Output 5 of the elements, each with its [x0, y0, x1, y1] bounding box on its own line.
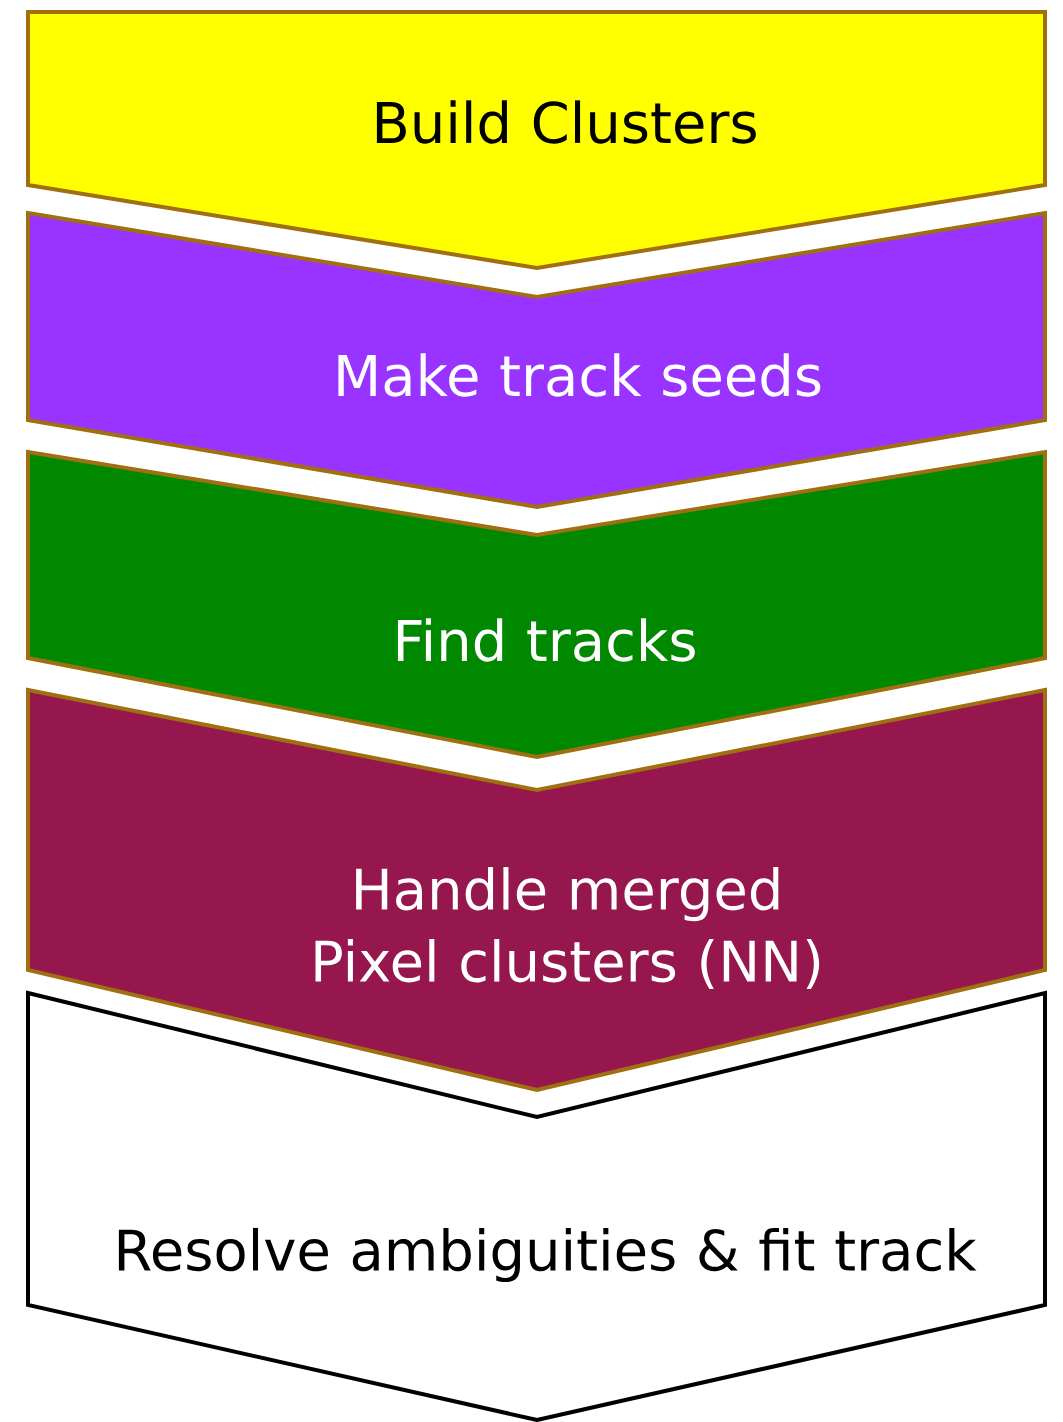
- chevron-box: Build Clusters: [26, 10, 1047, 271]
- chevron-box: Make track seeds: [26, 210, 1047, 510]
- chevron-box: Handle merged Pixel clusters (NN): [26, 687, 1047, 1093]
- chevron-box: Find tracks: [26, 449, 1047, 760]
- chevron-box: Resolve ambiguities & fit track: [26, 990, 1047, 1422]
